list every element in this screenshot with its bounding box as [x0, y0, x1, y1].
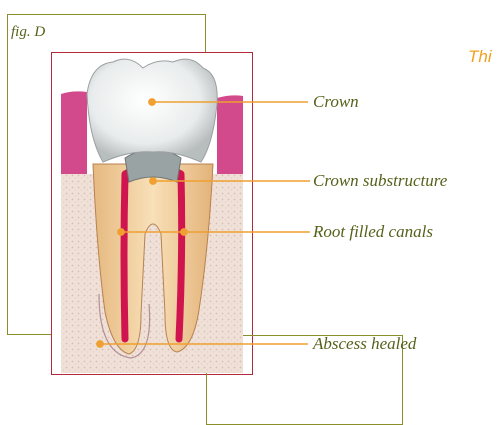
label-crown-substructure: Crown substructure: [313, 171, 447, 191]
label-crown: Crown: [313, 92, 359, 112]
page-heading: Thi: [468, 47, 492, 67]
label-abscess-healed: Abscess healed: [313, 334, 416, 354]
label-root-filled-canals: Root filled canals: [313, 222, 433, 242]
leader-lines: [0, 0, 504, 412]
